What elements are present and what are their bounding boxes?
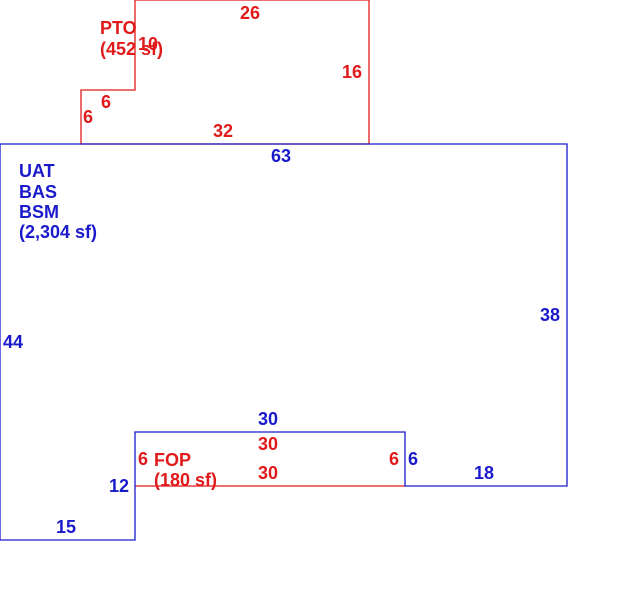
dim-main-notch-top: 30 bbox=[258, 409, 278, 429]
main-area-label: (2,304 sf) bbox=[19, 222, 97, 242]
main-code-label-3: BSM bbox=[19, 202, 59, 222]
dim-fop-right: 6 bbox=[389, 449, 399, 469]
pto-area-label: (452 sf) bbox=[100, 39, 163, 59]
dim-main-notch-right: 6 bbox=[408, 449, 418, 469]
dim-main-notch-left: 12 bbox=[109, 476, 129, 496]
fop-code-label: FOP bbox=[154, 450, 191, 470]
dim-pto-step-vertical: 10 bbox=[138, 34, 158, 54]
dim-main-bottom-right: 18 bbox=[474, 463, 494, 483]
dim-main-top: 63 bbox=[271, 146, 291, 166]
main-code-label-1: UAT bbox=[19, 161, 55, 181]
dim-fop-left: 6 bbox=[138, 449, 148, 469]
dim-fop-bottom: 30 bbox=[258, 463, 278, 483]
fop-area-label: (180 sf) bbox=[154, 470, 217, 490]
main-code-label-2: BAS bbox=[19, 182, 57, 202]
dim-pto-left: 6 bbox=[83, 107, 93, 127]
pto-code-label: PTO bbox=[100, 18, 137, 38]
dim-pto-bottom: 32 bbox=[213, 121, 233, 141]
dim-main-right: 38 bbox=[540, 305, 560, 325]
dim-pto-step-horizontal: 6 bbox=[101, 92, 111, 112]
dim-main-left: 44 bbox=[3, 332, 23, 352]
dim-pto-top: 26 bbox=[240, 3, 260, 23]
dim-main-bottom-left: 15 bbox=[56, 517, 76, 537]
main-area-outline bbox=[0, 143, 568, 541]
dim-pto-right: 16 bbox=[342, 62, 362, 82]
dim-fop-top: 30 bbox=[258, 434, 278, 454]
